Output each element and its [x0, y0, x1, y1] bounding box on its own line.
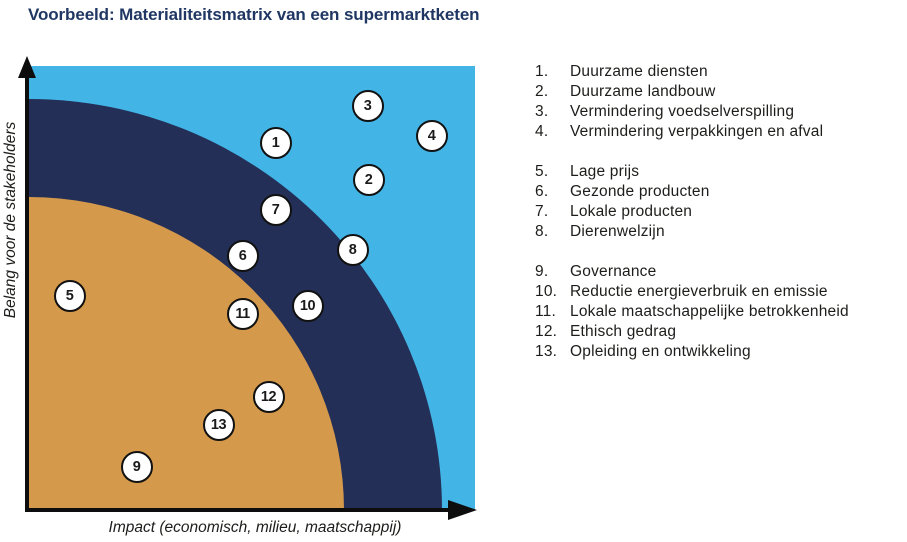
legend-item-label: Duurzame diensten [570, 63, 708, 80]
legend-item-number: 13. [535, 343, 558, 360]
y-axis-label: Belang voor de stakeholders [2, 121, 19, 319]
legend-item-number: 12. [535, 323, 558, 340]
data-point-8: 8 [336, 233, 369, 266]
data-point-10: 10 [291, 289, 324, 322]
data-point-1: 1 [259, 126, 292, 159]
legend-item-label: Duurzame landbouw [570, 83, 716, 100]
data-point-3: 3 [351, 89, 384, 122]
y-axis-line [25, 70, 29, 512]
legend-item: 3. Vermindering voedselverspilling [535, 102, 849, 122]
legend-item-label: Lage prijs [570, 163, 640, 180]
zone-low-priority [29, 197, 344, 510]
legend-item-number: 9. [535, 263, 549, 280]
legend-item-number: 7. [535, 203, 549, 220]
legend-item-label: Ethisch gedrag [570, 323, 677, 340]
legend-item: 2. Duurzame landbouw [535, 82, 849, 102]
page-title: Voorbeeld: Materialiteitsmatrix van een … [28, 5, 480, 24]
legend-item: 9. Governance [535, 262, 849, 282]
legend-item-number: 8. [535, 223, 549, 240]
legend-item-label: Reductie energieverbruik en emissie [570, 283, 828, 300]
legend-item-label: Dierenwelzijn [570, 223, 665, 240]
data-point-9: 9 [120, 450, 153, 483]
data-point-2: 2 [352, 163, 385, 196]
legend-group: 9. Governance 10. Reductie energieverbruik … [535, 262, 849, 362]
legend-item-label: Gezonde producten [570, 183, 710, 200]
legend-item: 10. Reductie energieverbruik en emissie [535, 282, 849, 302]
data-point-5: 5 [53, 279, 86, 312]
data-point-11: 11 [226, 297, 259, 330]
x-axis-label: Impact (economisch, milieu, maatschappij… [108, 519, 402, 536]
legend-item-number: 2. [535, 83, 549, 100]
legend-item: 7. Lokale producten [535, 202, 849, 222]
legend-item: 13. Opleiding en ontwikkeling [535, 342, 849, 362]
legend-item: 12. Ethisch gedrag [535, 322, 849, 342]
data-point-12: 12 [252, 380, 285, 413]
legend-item-label: Vermindering verpakkingen en afval [570, 123, 824, 140]
legend-item: 4. Vermindering verpakkingen en afval [535, 122, 849, 142]
legend: 1. Duurzame diensten 2. Duurzame landbouw 3.… [535, 62, 849, 362]
legend-item-number: 4. [535, 123, 549, 140]
legend-item: 6. Gezonde producten [535, 182, 849, 202]
legend-item-label: Lokale producten [570, 203, 693, 220]
legend-item: 1. Duurzame diensten [535, 62, 849, 82]
legend-item-number: 10. [535, 283, 558, 300]
legend-item-label: Vermindering voedselverspilling [570, 103, 795, 120]
data-point-4: 4 [415, 119, 448, 152]
legend-item-number: 6. [535, 183, 549, 200]
legend-item-number: 11. [535, 303, 556, 320]
legend-item-number: 3. [535, 103, 549, 120]
axes [18, 56, 477, 520]
legend-group: 5. Lage prijs 6. Gezonde producten 7. Lokale … [535, 162, 849, 242]
legend-group: 1. Duurzame diensten 2. Duurzame landbouw 3.… [535, 62, 849, 142]
legend-item: 8. Dierenwelzijn [535, 222, 849, 242]
legend-item-label: Lokale maatschappelijke betrokkenheid [570, 303, 849, 320]
legend-item: 5. Lage prijs [535, 162, 849, 182]
legend-item-label: Opleiding en ontwikkeling [570, 343, 751, 360]
legend-item-label: Governance [570, 263, 657, 280]
y-axis-arrowhead-icon [18, 56, 36, 78]
legend-item-number: 1. [535, 63, 549, 80]
legend-item-number: 5. [535, 163, 549, 180]
x-axis-line [25, 508, 451, 512]
legend-item: 11. Lokale maatschappelijke betrokkenheid [535, 302, 849, 322]
data-point-13: 13 [202, 408, 235, 441]
x-axis-arrowhead-icon [448, 500, 477, 520]
data-point-6: 6 [226, 239, 259, 272]
data-point-7: 7 [259, 193, 292, 226]
